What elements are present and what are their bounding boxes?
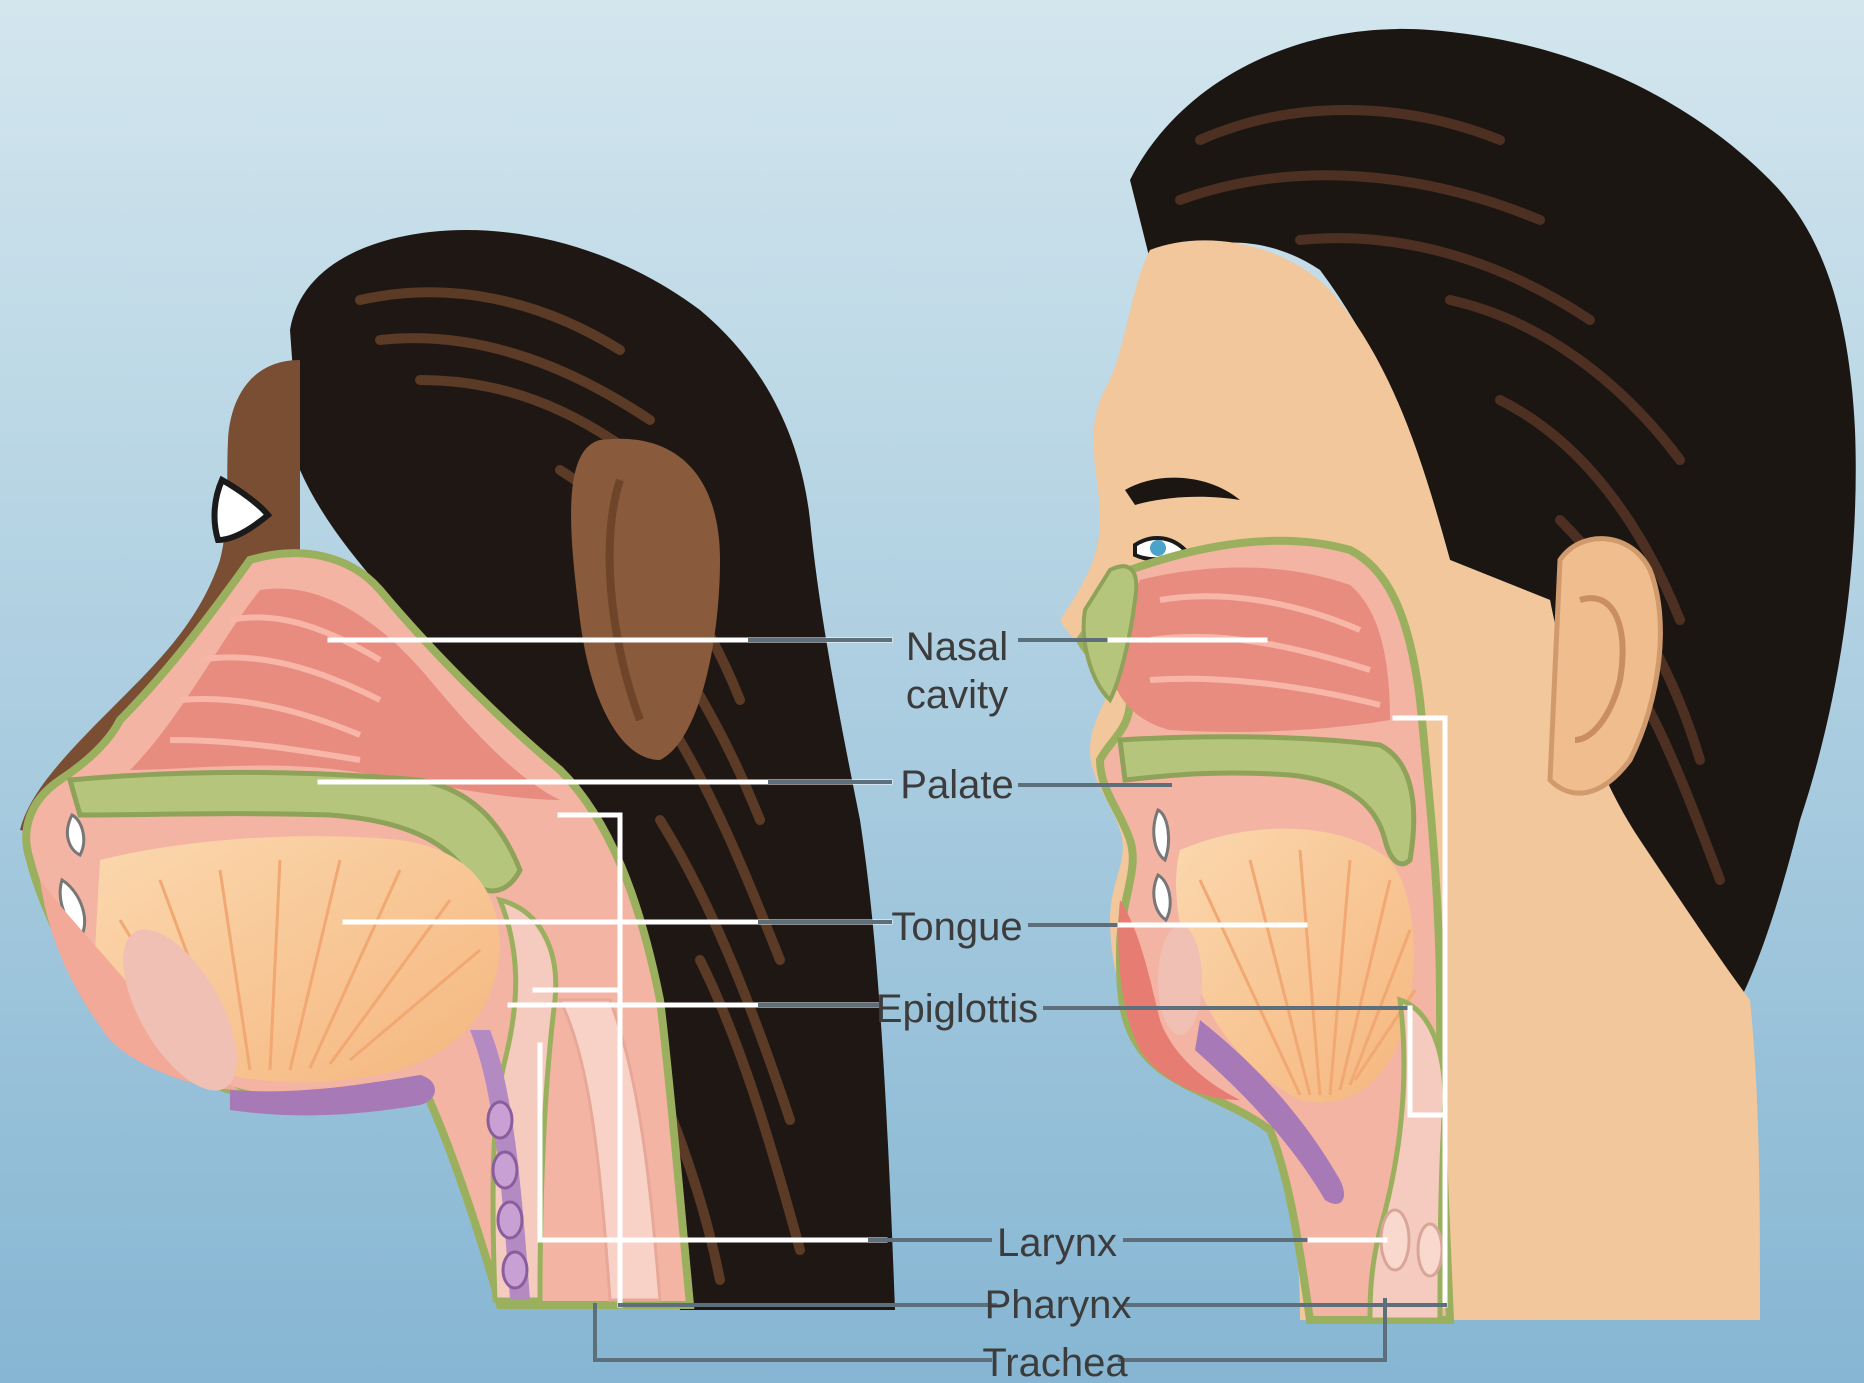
- label-cavity: cavity: [906, 673, 1008, 717]
- human-iris: [1150, 540, 1166, 556]
- human-jaw-muscle: [1158, 925, 1202, 1035]
- human-nasal-cavity: [1110, 568, 1390, 732]
- label-trachea: Trachea: [982, 1341, 1128, 1383]
- label-larynx: Larynx: [997, 1221, 1117, 1265]
- label-epiglottis: Epiglottis: [876, 987, 1038, 1031]
- label-palate: Palate: [900, 763, 1013, 807]
- label-nasal: Nasal: [906, 625, 1008, 669]
- label-tongue: Tongue: [891, 905, 1022, 949]
- label-pharynx: Pharynx: [985, 1283, 1132, 1327]
